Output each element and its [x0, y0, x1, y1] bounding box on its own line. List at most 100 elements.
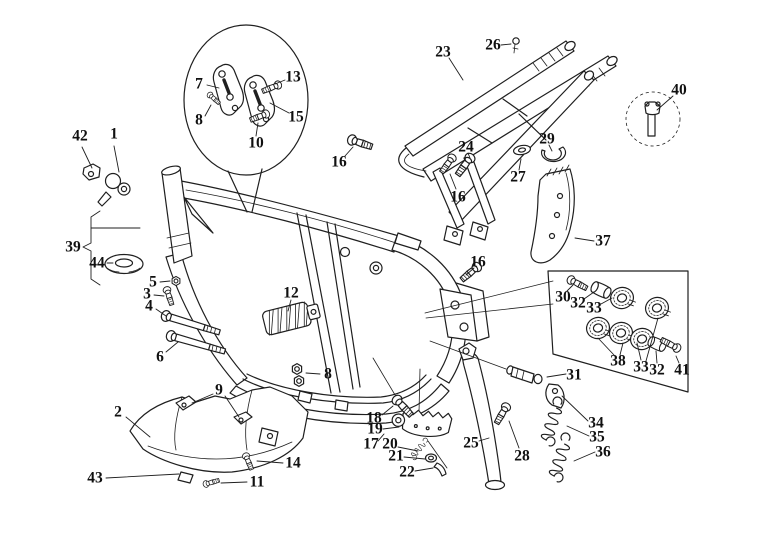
part-label-7: 7 — [195, 76, 203, 93]
part-label-11: 11 — [250, 474, 265, 491]
part-label-16: 16 — [470, 254, 486, 271]
leader-line-33 — [645, 317, 659, 362]
leader-line-5 — [159, 280, 171, 283]
part-label-37: 37 — [595, 233, 611, 250]
part-bolts-subframe — [345, 37, 520, 285]
part-label-13: 13 — [285, 69, 301, 86]
part-label-44: 44 — [89, 255, 105, 272]
part-steering-lock — [82, 163, 131, 207]
part-label-31: 31 — [566, 367, 582, 384]
part-label-5: 5 — [149, 274, 157, 291]
leader-line-32 — [583, 291, 595, 300]
part-side-stand — [458, 342, 513, 491]
leader-line-4 — [155, 308, 167, 317]
part-label-32: 32 — [570, 295, 586, 312]
part-label-35: 35 — [589, 429, 605, 446]
leader-line-22 — [414, 467, 434, 472]
part-label-27: 27 — [510, 169, 526, 186]
part-label-32: 32 — [649, 362, 665, 379]
part-label-19: 19 — [367, 421, 383, 438]
leader-line-3 — [153, 294, 165, 297]
leader-line-14 — [256, 460, 284, 464]
leader-line-30 — [566, 284, 574, 292]
detail-circle-engine-brackets — [183, 24, 309, 213]
part-subframe — [398, 40, 618, 246]
leader-line-27 — [518, 158, 522, 171]
leader-line-28 — [508, 420, 520, 449]
part-label-16: 16 — [450, 189, 466, 206]
leader-line-41 — [675, 355, 680, 364]
leader-line-17 — [377, 433, 385, 442]
part-label-30: 30 — [555, 289, 571, 306]
leader-line-1 — [113, 145, 120, 173]
leader-line-6 — [165, 341, 179, 353]
leader-line-8 — [305, 372, 321, 375]
part-label-29: 29 — [539, 131, 555, 148]
leader-line-37 — [574, 237, 595, 242]
leader-line-31 — [546, 373, 567, 378]
leader-line-21 — [403, 456, 426, 460]
part-label-8: 8 — [324, 366, 332, 383]
leader-line-13 — [274, 79, 286, 85]
part-skid-plate — [129, 386, 309, 489]
leader-line-9 — [224, 395, 240, 418]
leader-line-20 — [397, 446, 419, 452]
part-stand-springs — [429, 340, 578, 484]
leader-line-16 — [465, 267, 475, 276]
part-label-33: 33 — [586, 300, 602, 317]
part-label-23: 23 — [435, 44, 451, 61]
leader-line-23 — [448, 57, 464, 81]
leader-line-39 — [82, 210, 101, 286]
part-label-6: 6 — [156, 349, 164, 366]
leader-line-33 — [600, 297, 613, 305]
part-label-3: 3 — [143, 286, 151, 303]
leader-line-10 — [255, 122, 259, 137]
part-label-1: 1 — [110, 126, 118, 143]
leader-line-35 — [566, 425, 590, 437]
part-label-4: 4 — [145, 298, 153, 315]
part-label-16: 16 — [331, 154, 347, 171]
part-label-21: 21 — [388, 448, 404, 465]
leader-line-19 — [382, 426, 400, 430]
part-label-33: 33 — [633, 359, 649, 376]
leader-line-40 — [656, 95, 674, 111]
part-label-12: 12 — [283, 285, 299, 302]
leader-line-15 — [269, 102, 290, 114]
leader-line-8 — [204, 104, 212, 117]
leader-line-32 — [655, 350, 658, 364]
part-label-39: 39 — [65, 239, 81, 256]
part-chain-guide — [512, 144, 575, 264]
part-bearing-disc — [104, 253, 144, 275]
part-label-24: 24 — [458, 139, 474, 156]
part-label-25: 25 — [463, 435, 479, 452]
part-label-22: 22 — [399, 464, 415, 481]
part-label-26: 26 — [485, 37, 501, 54]
leader-line-43 — [105, 473, 180, 479]
leader-line-38 — [619, 342, 624, 356]
part-label-10: 10 — [248, 135, 264, 152]
leader-line-16 — [344, 146, 354, 157]
part-label-38: 38 — [610, 353, 626, 370]
part-label-34: 34 — [588, 415, 604, 432]
leader-line-18 — [381, 405, 394, 416]
part-label-15: 15 — [288, 109, 304, 126]
leader-line-42 — [81, 146, 93, 169]
part-label-36: 36 — [595, 444, 611, 461]
leader-line-16 — [449, 173, 457, 190]
part-footpeg-front — [262, 301, 321, 336]
part-label-17: 17 — [363, 436, 379, 453]
leader-line-26 — [500, 43, 512, 46]
part-label-9: 9 — [215, 382, 223, 399]
part-label-2: 2 — [114, 404, 122, 421]
leader-line-9 — [191, 393, 214, 404]
part-label-40: 40 — [671, 82, 687, 99]
part-footpeg-rear — [372, 357, 453, 477]
leader-line-2 — [125, 416, 151, 438]
part-label-14: 14 — [285, 455, 301, 472]
leader-line-33 — [636, 342, 642, 361]
part-label-41: 41 — [674, 362, 690, 379]
leader-line-34 — [561, 395, 589, 422]
part-label-20: 20 — [382, 436, 398, 453]
